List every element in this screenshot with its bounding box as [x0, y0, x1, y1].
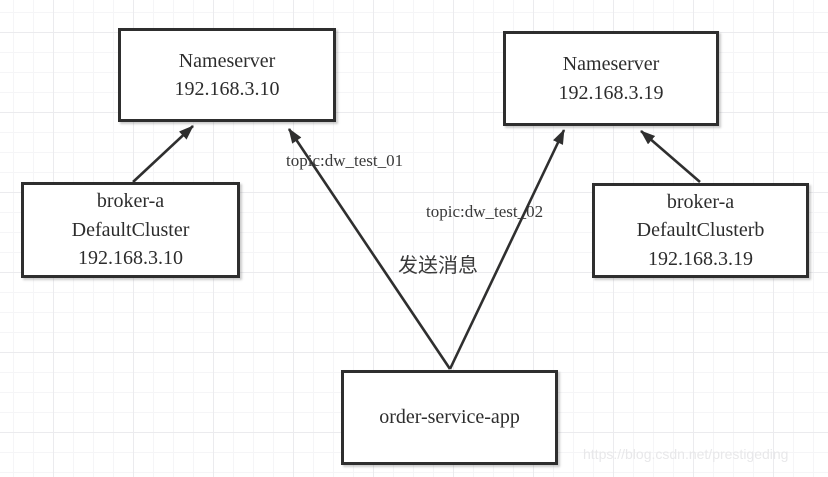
node-title: order-service-app — [379, 406, 520, 429]
node-broker-right: broker-a DefaultClusterb 192.168.3.19 — [592, 183, 809, 278]
node-ip: 192.168.3.10 — [78, 247, 183, 270]
node-ip: 192.168.3.10 — [174, 78, 280, 100]
node-order-service-app: order-service-app — [341, 370, 558, 465]
node-nameserver-left: Nameserver 192.168.3.10 — [118, 28, 336, 122]
arrow-order-service-to-nameserver-right — [448, 129, 566, 370]
node-title: broker-a — [666, 190, 735, 213]
arrow-order-service-to-nameserver-left — [287, 128, 452, 370]
watermark-text: https://blog.csdn.net/prestigeding — [583, 446, 789, 462]
edge-label-topic-dw-test-02: topic:dw_test_02 — [426, 202, 544, 221]
node-cluster: DefaultCluster — [71, 218, 190, 241]
arrow-broker-left-to-nameserver-left — [132, 125, 194, 183]
node-ip: 192.168.3.19 — [648, 247, 753, 270]
arrow-broker-right-to-nameserver-right — [640, 130, 701, 183]
node-title: Nameserver — [562, 53, 660, 76]
node-title: broker-a — [96, 190, 165, 213]
edge-label-send-message: 发送消息 — [398, 255, 478, 277]
edge-label-topic-dw-test-01: topic:dw_test_01 — [286, 151, 404, 170]
node-ip: 192.168.3.19 — [558, 81, 664, 104]
node-broker-left: broker-a DefaultCluster 192.168.3.10 — [21, 182, 240, 278]
node-cluster: DefaultClusterb — [636, 219, 765, 242]
node-title: Nameserver — [178, 49, 276, 72]
node-nameserver-right: Nameserver 192.168.3.19 — [503, 31, 719, 126]
